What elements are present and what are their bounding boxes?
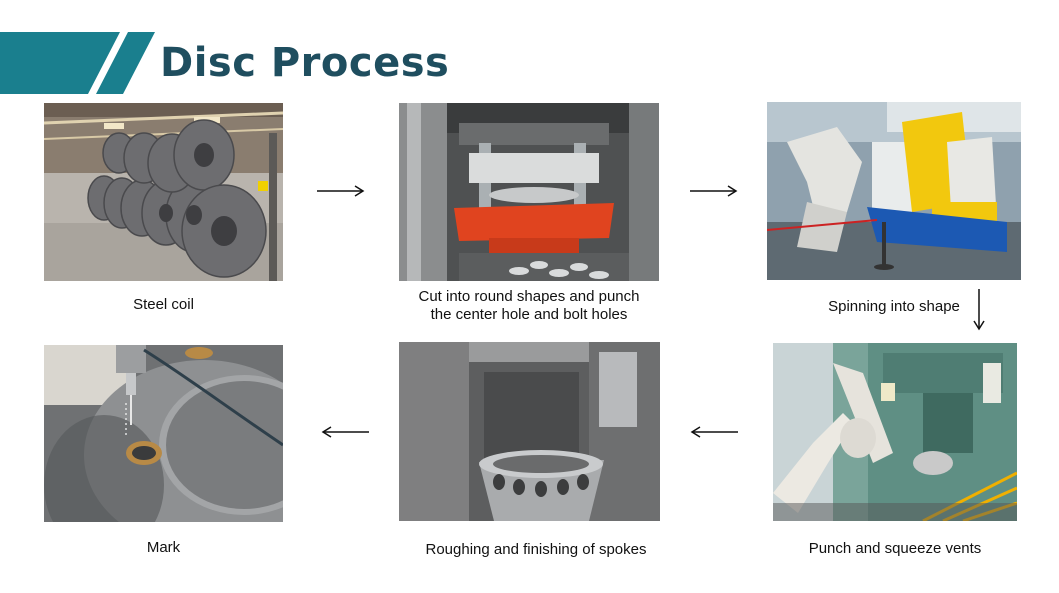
robot-press-photo (773, 343, 1017, 521)
header-banner (0, 32, 155, 94)
caption-punch-vents: Punch and squeeze vents (808, 540, 982, 557)
caption-spinning: Spinning into shape (828, 298, 960, 315)
caption-roughing: Roughing and finishing of spokes (425, 541, 647, 558)
caption-mark: Mark (146, 539, 181, 556)
marking-photo (44, 345, 283, 522)
steel-coil-photo (44, 103, 283, 281)
arrow-left-2 (321, 426, 369, 438)
arrow-left-1 (690, 426, 738, 438)
machining-disc-photo (399, 342, 660, 521)
caption-steel-coil: Steel coil (133, 296, 194, 313)
punch-press-photo (399, 103, 659, 281)
page-title: Disc Process (160, 40, 450, 86)
caption-cut-punch-line2: the center hole and bolt holes (430, 306, 628, 323)
arrow-down (973, 289, 985, 331)
arrow-right-2 (690, 185, 738, 197)
caption-cut-punch: Cut into round shapes and punch the cent… (399, 288, 659, 324)
spinning-machine-photo (767, 102, 1021, 280)
arrow-right-1 (317, 185, 365, 197)
caption-cut-punch-line1: Cut into round shapes and punch (418, 288, 640, 305)
